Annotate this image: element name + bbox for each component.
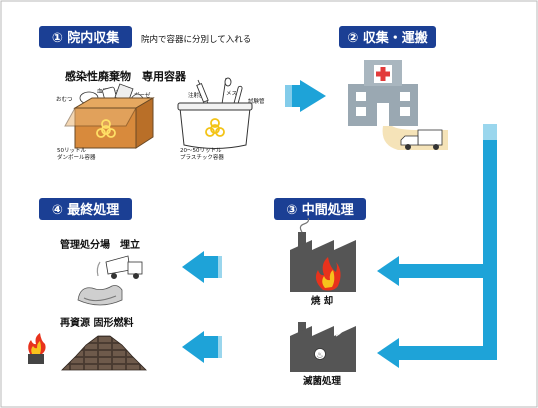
arrow-icon	[182, 251, 222, 283]
biohazard-icon	[205, 118, 225, 137]
plastic-type: プラスチック容器	[180, 153, 224, 161]
fire-icon	[28, 333, 46, 364]
incineration-label: 焼 却	[311, 295, 333, 307]
landfill-icon	[77, 285, 123, 306]
step4-badge: ④ 最終処理	[39, 198, 132, 220]
containers-title: 感染性廃棄物 専用容器	[65, 69, 187, 83]
truck-icon	[400, 129, 443, 150]
step1-note: 院内で容器に分別して入れる	[141, 34, 251, 45]
step2-label: ② 収集・運搬	[347, 30, 428, 46]
arrow-icon	[285, 80, 326, 112]
plastic-container	[177, 102, 253, 149]
step2-badge: ② 収集・運搬	[339, 26, 436, 48]
step1-label: ① 院内収集	[52, 30, 121, 46]
syringe-icon	[196, 77, 243, 109]
plastic-size: 20～50リットル	[180, 148, 222, 154]
svg-text:♨: ♨	[316, 351, 323, 360]
steam-icon: ♨	[314, 322, 349, 360]
flow-arrow-right	[377, 124, 497, 368]
landfill-label: 管理処分場 埋立	[60, 238, 140, 251]
label-scalpel: メス	[226, 90, 237, 97]
hospital-icon	[348, 60, 418, 126]
brick-pile-icon	[61, 335, 147, 371]
step1-badge: ① 院内収集	[39, 26, 132, 48]
cardboard-type: ダンボール容器	[57, 153, 96, 161]
recycle-label: 再資源 固形燃料	[60, 316, 133, 329]
biohazard-icon	[96, 119, 116, 138]
sterilization-label: 滅菌処理	[303, 375, 342, 387]
cardboard-size: 50リットル	[57, 148, 86, 154]
arrow-icon	[182, 331, 222, 363]
label-syringe: 注射器	[188, 91, 205, 99]
step3-label: ③ 中間処理	[286, 202, 354, 218]
label-test-tube: 試験管	[248, 97, 265, 105]
step4-label: ④ 最終処理	[52, 202, 120, 218]
fire-icon	[315, 257, 341, 291]
step3-badge: ③ 中間処理	[274, 198, 366, 220]
label-omutsu: おむつ	[56, 96, 73, 103]
dump-truck-icon	[96, 255, 143, 279]
label-gauze: ガーゼ	[134, 91, 151, 99]
